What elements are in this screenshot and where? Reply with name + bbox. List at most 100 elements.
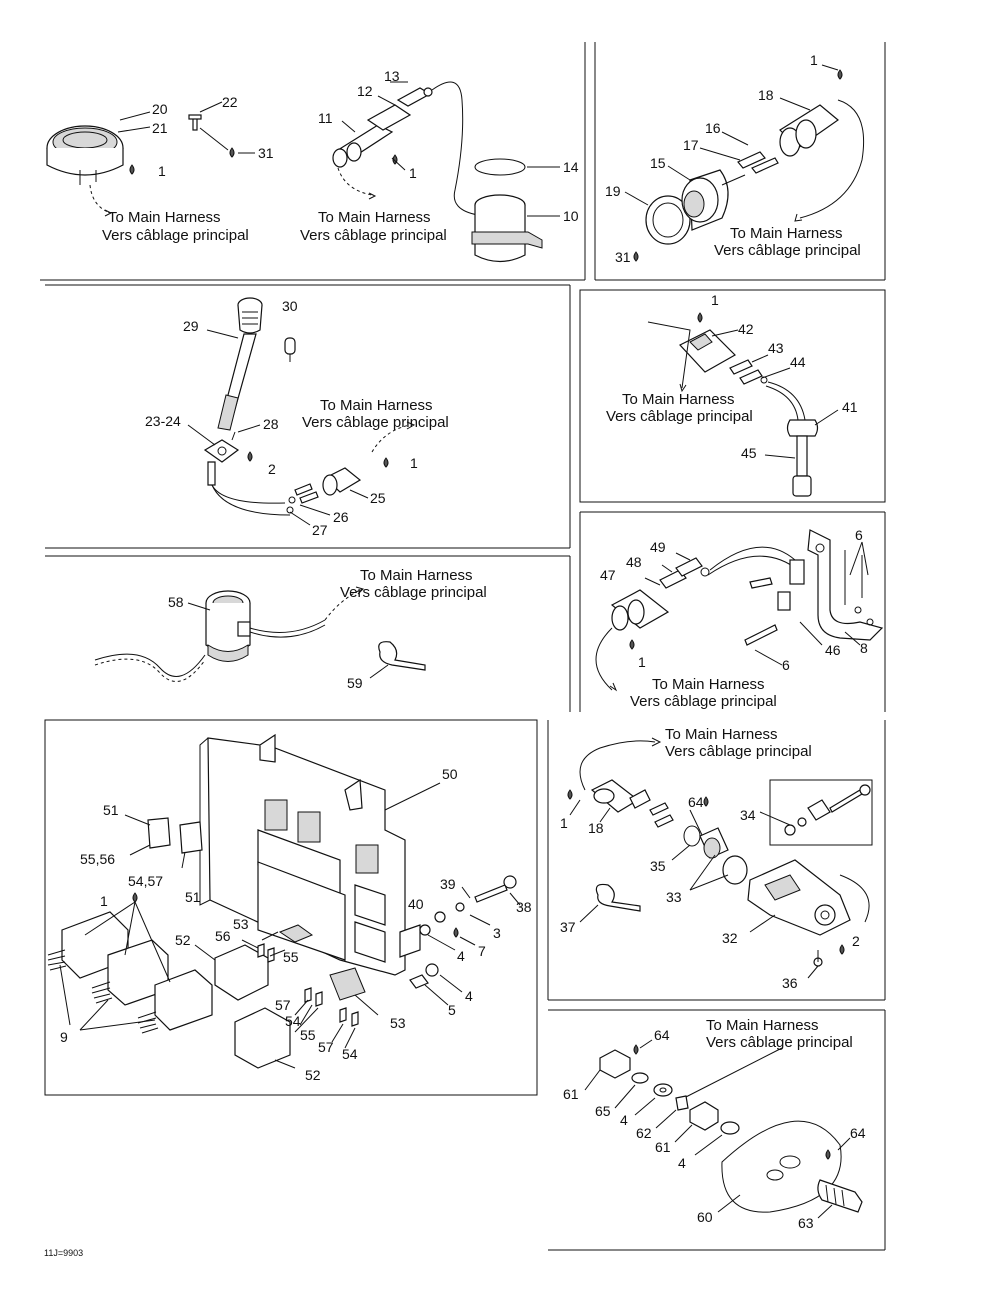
- callout-22: 22: [222, 94, 238, 110]
- callout-10: 10: [563, 208, 579, 224]
- callout-17: 17: [683, 137, 699, 153]
- harness-label-en: To Main Harness: [108, 209, 221, 226]
- harness-label-en: To Main Harness: [320, 397, 433, 414]
- callout-25: 25: [370, 490, 386, 506]
- harness-label-fr: Vers câblage principal: [302, 414, 449, 431]
- callout-11: 11: [318, 110, 333, 126]
- transducer-mount-assembly: [584, 1039, 863, 1219]
- callout-38: 38: [516, 899, 532, 915]
- callout-13: 13: [384, 68, 400, 84]
- callout-20: 20: [152, 101, 168, 117]
- callout-19: 19: [605, 183, 621, 199]
- callout-37: 37: [560, 919, 576, 935]
- callout-57: 57: [275, 997, 291, 1013]
- harness-label-en: To Main Harness: [665, 726, 778, 743]
- callout-1e: 1: [711, 292, 719, 308]
- callout-4b: 4: [465, 988, 473, 1004]
- callout-21: 21: [152, 120, 168, 136]
- harness-label-en: To Main Harness: [318, 209, 431, 226]
- callout-52b: 52: [305, 1067, 321, 1083]
- switch-assembly: [567, 737, 873, 979]
- callout-52: 52: [175, 932, 191, 948]
- callout-12: 12: [357, 83, 373, 99]
- callout-1g: 1: [100, 893, 108, 909]
- callout-43: 43: [768, 340, 784, 356]
- harness-label-en: To Main Harness: [360, 567, 473, 584]
- callout-64: 64: [688, 794, 704, 810]
- harness-label-fr: Vers câblage principal: [606, 408, 753, 425]
- callout-29: 29: [183, 318, 199, 334]
- callout-7: 7: [478, 943, 486, 959]
- callout-15: 15: [650, 155, 666, 171]
- callout-4d: 4: [678, 1155, 686, 1171]
- callout-65: 65: [595, 1103, 611, 1119]
- callout-8: 8: [860, 640, 868, 656]
- callout-51: 51: [103, 802, 119, 818]
- callout-44: 44: [790, 354, 806, 370]
- callout-42: 42: [738, 321, 754, 337]
- electrical-box-assembly: [47, 733, 521, 1069]
- callout-54: 54: [285, 1013, 301, 1029]
- harness-label-fr: Vers câblage principal: [714, 242, 861, 259]
- callout-32: 32: [722, 930, 738, 946]
- socket-assembly: [624, 64, 865, 262]
- callout-60: 60: [697, 1209, 713, 1225]
- bilge-pump-assembly: [94, 586, 426, 682]
- callout-55: 55: [283, 949, 299, 965]
- callout-1b: 1: [409, 165, 417, 181]
- callout-4c: 4: [620, 1112, 628, 1128]
- callout-28: 28: [263, 416, 279, 432]
- callout-26: 26: [333, 509, 349, 525]
- callout-64b: 64: [654, 1027, 670, 1043]
- callout-39: 39: [440, 876, 456, 892]
- harness-label-fr: Vers câblage principal: [300, 227, 447, 244]
- callout-55-56: 55,56: [80, 851, 115, 867]
- callout-3: 3: [493, 925, 501, 941]
- callout-45: 45: [741, 445, 757, 461]
- callout-31: 31: [258, 145, 274, 161]
- bracket-sensor-assembly: [595, 529, 884, 692]
- navigation-light-assembly: [187, 297, 416, 526]
- callout-2b: 2: [852, 933, 860, 949]
- callout-61: 61: [563, 1086, 579, 1102]
- harness-label-en: To Main Harness: [730, 225, 843, 242]
- callout-9: 9: [60, 1029, 68, 1045]
- harness-label-fr: Vers câblage principal: [665, 743, 812, 760]
- callout-62: 62: [636, 1125, 652, 1141]
- callout-54-57: 54,57: [128, 873, 163, 889]
- temperature-sensor-assembly: [647, 312, 839, 497]
- callout-49: 49: [650, 539, 666, 555]
- callout-1: 1: [158, 163, 166, 179]
- callout-31b: 31: [615, 249, 631, 265]
- callout-4: 4: [457, 948, 465, 964]
- callout-57b: 57: [318, 1039, 334, 1055]
- callout-33: 33: [666, 889, 682, 905]
- callout-41: 41: [842, 399, 858, 415]
- callout-55b: 55: [300, 1027, 316, 1043]
- callout-54b: 54: [342, 1046, 358, 1062]
- callout-47: 47: [600, 567, 616, 583]
- callout-40: 40: [408, 896, 424, 912]
- callout-34: 34: [740, 807, 756, 823]
- harness-label-fr: Vers câblage principal: [102, 227, 249, 244]
- callout-35: 35: [650, 858, 666, 874]
- callout-58: 58: [168, 594, 184, 610]
- callout-36: 36: [782, 975, 798, 991]
- callout-53b: 53: [390, 1015, 406, 1031]
- harness-label-en: To Main Harness: [622, 391, 735, 408]
- callout-1h: 1: [560, 815, 568, 831]
- callout-5: 5: [448, 1002, 456, 1018]
- callout-27: 27: [312, 522, 328, 538]
- callout-1c: 1: [810, 52, 818, 68]
- callout-30: 30: [282, 298, 298, 314]
- callout-16: 16: [705, 120, 721, 136]
- callout-51b: 51: [185, 889, 201, 905]
- callout-53: 53: [233, 916, 249, 932]
- callout-56: 56: [215, 928, 231, 944]
- drawing-code: 11J=9903: [44, 1248, 83, 1258]
- callout-48: 48: [626, 554, 642, 570]
- callout-1f: 1: [638, 654, 646, 670]
- harness-label-fr: Vers câblage principal: [706, 1034, 853, 1051]
- callout-61b: 61: [655, 1139, 671, 1155]
